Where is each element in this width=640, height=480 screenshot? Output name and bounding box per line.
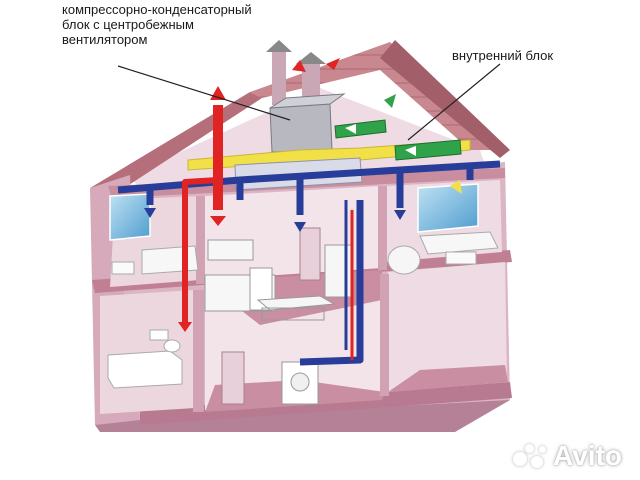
partition-left-lower [193,290,204,412]
roof-ridge [380,40,510,158]
bathtub [107,350,183,389]
supply-duct-network [182,105,354,360]
air-flow-arrow-icon [450,180,462,194]
bed-upper-left [141,245,199,275]
indoor-unit-label: внутренний блок [452,48,554,63]
return-duct-network [117,160,501,366]
radiator-upper-left [111,261,135,275]
boiler-dial [290,372,310,392]
roof-main-surface [250,42,505,150]
exhaust-arrow-icon [210,216,226,226]
avito-dots-icon [513,442,547,470]
outdoor-unit-leader-line [117,65,291,121]
air-flow-arrow-icon [394,210,406,220]
partition-left-upper [196,196,205,284]
floor-surface-lower-right [388,365,508,392]
kitchen-wall-cabinets [207,239,254,261]
air-flow-arrow-icon [384,94,396,108]
washbasin [149,329,169,341]
air-flow-arrow-icon [294,222,306,232]
armchair-upper-right [387,245,421,275]
avito-watermark-text: Avito [553,440,622,471]
refrigerator [324,244,354,298]
supply-arrow-icon [405,146,416,156]
air-flow-arrow-icon [144,208,156,218]
exhaust-arrow-icon [178,322,192,332]
window-upper-right [417,183,479,233]
exhaust-arrow-icon [292,60,306,72]
room-lower-right [388,262,507,392]
roof-stack-right-cap [296,52,326,64]
outdoor-unit-top [269,93,346,109]
dining-table-legs [261,307,325,321]
bed-upper-right [419,231,499,255]
partition-right-upper [378,186,387,270]
room-upper-middle [205,186,382,280]
outdoor-unit-label: компрессорно-конденсаторный блок с центр… [62,2,252,47]
window-upper-left [109,193,151,241]
radiator-upper-right [445,251,477,265]
exhaust-arrow-icon [326,58,340,70]
indoor-unit-leader-line [407,63,501,141]
indoor-unit-upper [334,119,387,139]
toilet [163,339,181,353]
partition-right-lower [380,274,389,396]
roof-stack-left [272,50,286,105]
door-lower [221,351,245,405]
indoor-unit-lower [394,139,462,161]
roof-stack-left-cap [266,40,292,52]
outdoor-unit-box [269,103,333,153]
door-upper [299,227,321,281]
dining-table [256,295,336,311]
supply-arrow-icon [345,124,356,134]
avito-watermark: Avito [513,440,622,472]
